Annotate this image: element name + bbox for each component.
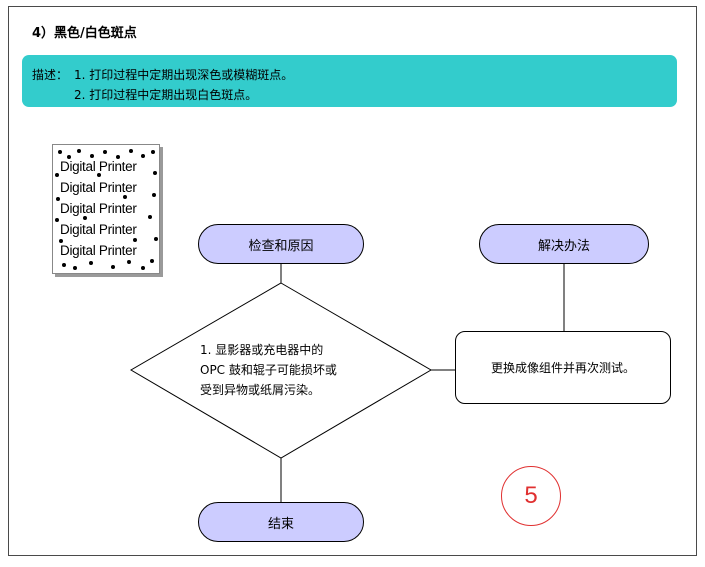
description-item-2: 2. 打印过程中定期出现白色斑点。 bbox=[74, 88, 258, 102]
defect-spot bbox=[103, 150, 107, 154]
defect-spot bbox=[90, 154, 94, 158]
defect-spot bbox=[67, 155, 71, 159]
defect-spot bbox=[55, 218, 59, 222]
defect-spot bbox=[154, 237, 158, 241]
defect-spot bbox=[56, 197, 60, 201]
defect-spot bbox=[141, 266, 145, 270]
sample-print-line: Digital Printer bbox=[60, 159, 137, 174]
page-number-badge: 5 bbox=[501, 466, 561, 526]
defect-spot bbox=[55, 173, 59, 177]
defect-spot bbox=[133, 238, 137, 242]
defect-spot bbox=[141, 154, 145, 158]
cause-line-3: 受到异物或纸屑污染。 bbox=[200, 383, 321, 397]
section-title: 4）黑色/白色斑点 bbox=[32, 26, 137, 41]
defect-spot bbox=[127, 260, 131, 264]
description-label: 描述： bbox=[32, 68, 69, 82]
end-node: 结束 bbox=[198, 502, 364, 542]
sample-print-line: Digital Printer bbox=[60, 180, 137, 195]
page-number: 5 bbox=[524, 482, 538, 509]
defect-spot bbox=[97, 173, 101, 177]
defect-spot bbox=[83, 216, 87, 220]
defect-spot bbox=[77, 149, 81, 153]
sample-print-line: Digital Printer bbox=[60, 201, 137, 216]
solution-text: 更换成像组件并再次测试。 bbox=[490, 361, 635, 375]
defect-spot bbox=[123, 195, 127, 199]
defect-spot bbox=[153, 171, 157, 175]
sample-print-line: Digital Printer bbox=[60, 243, 137, 258]
sample-print-line: Digital Printer bbox=[60, 222, 137, 237]
defect-spot bbox=[150, 259, 154, 263]
defect-spot bbox=[116, 155, 120, 159]
solution-header-node: 解决办法 bbox=[479, 224, 649, 264]
solution-box: 更换成像组件并再次测试。 bbox=[455, 331, 671, 404]
cause-line-1: 1. 显影器或充电器中的 bbox=[200, 343, 324, 357]
defect-spot bbox=[89, 261, 93, 265]
defect-spot bbox=[59, 239, 63, 243]
cause-text: 1. 显影器或充电器中的 OPC 鼓和辊子可能损坏或 受到异物或纸屑污染。 bbox=[200, 340, 337, 400]
page-frame bbox=[8, 6, 697, 556]
description-item-1: 1. 打印过程中定期出现深色或模糊斑点。 bbox=[74, 68, 294, 82]
defect-spot bbox=[152, 193, 156, 197]
defect-spot bbox=[62, 263, 66, 267]
defect-spot bbox=[73, 266, 77, 270]
defect-spot bbox=[129, 149, 133, 153]
check-cause-node: 检查和原因 bbox=[198, 224, 364, 264]
defect-spot bbox=[148, 215, 152, 219]
defect-spot bbox=[111, 265, 115, 269]
description-box: 描述： 1. 打印过程中定期出现深色或模糊斑点。 2. 打印过程中定期出现白色斑… bbox=[22, 55, 677, 107]
defect-spot bbox=[58, 150, 62, 154]
defect-spot bbox=[151, 150, 155, 154]
cause-line-2: OPC 鼓和辊子可能损坏或 bbox=[200, 363, 337, 377]
sample-print-image: Digital Printer Digital Printer Digital … bbox=[52, 144, 160, 274]
